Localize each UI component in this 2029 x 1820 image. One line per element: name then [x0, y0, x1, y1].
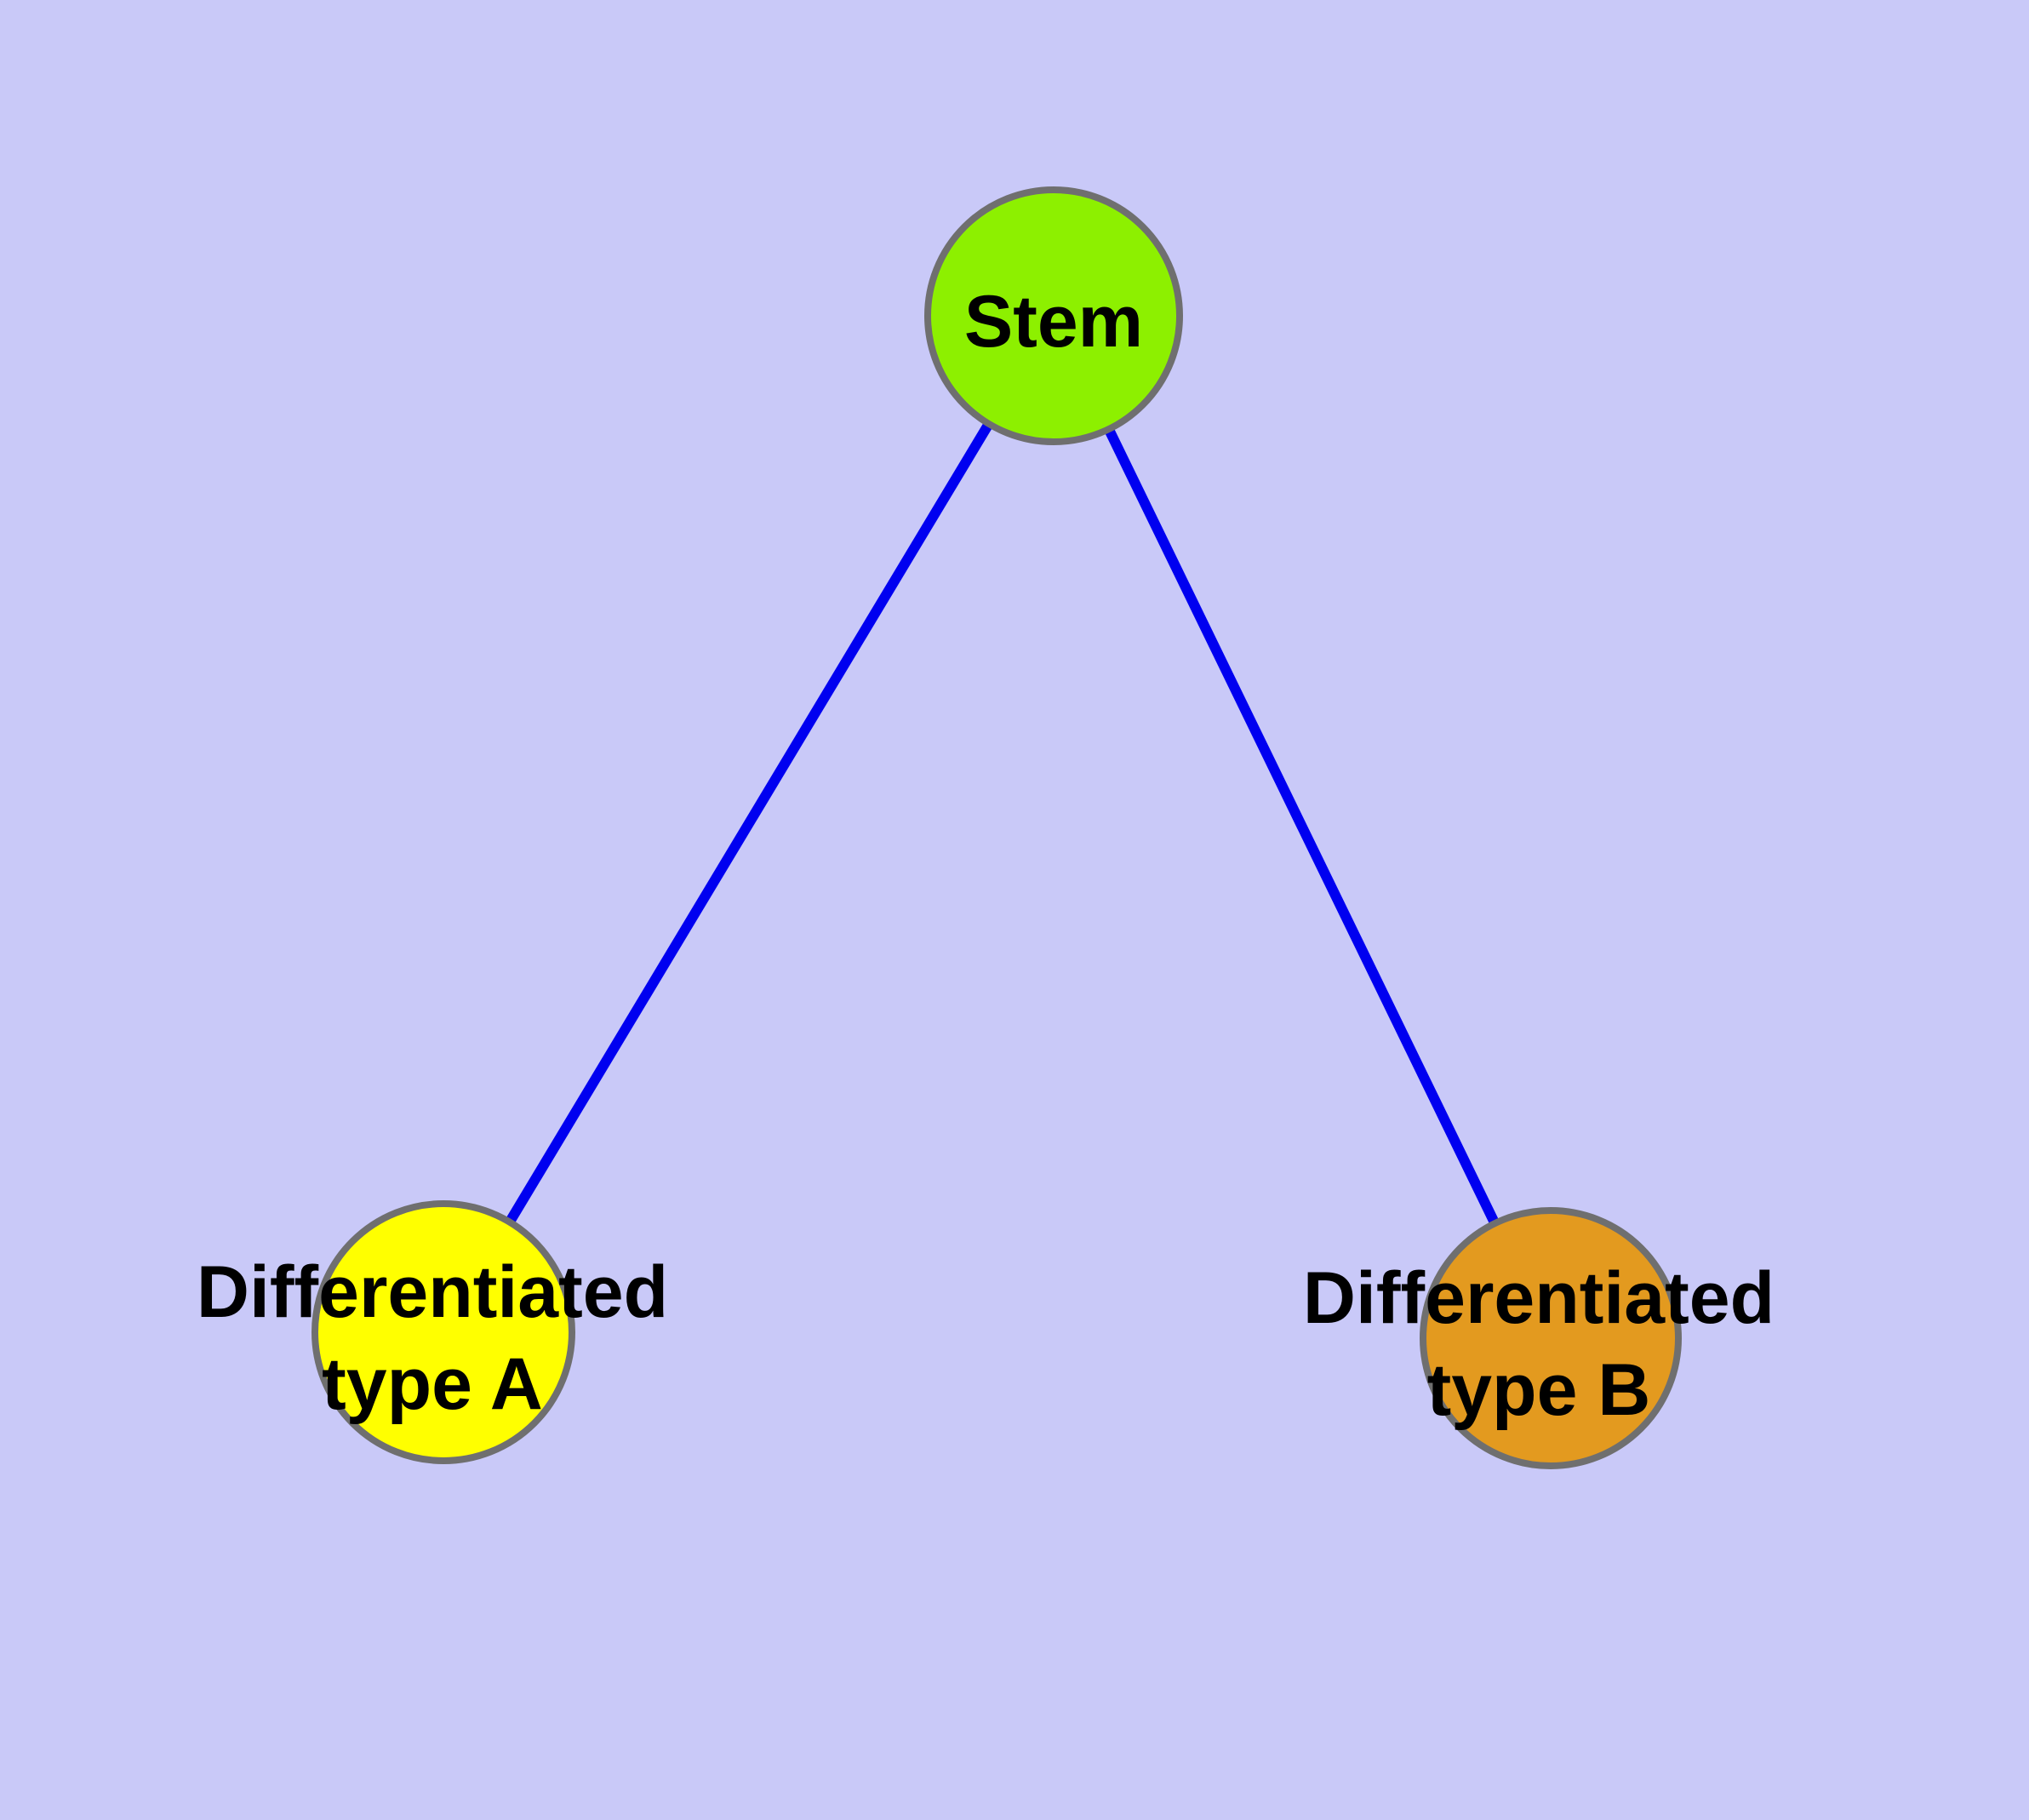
node-stem-label-line-1: Stem — [964, 281, 1143, 363]
node-stem — [924, 186, 1183, 445]
edge-stem-to-type-a — [438, 312, 1059, 1336]
edge-stem-to-type-b — [1049, 313, 1556, 1341]
node-type-b-label-line-2: type B — [1427, 1349, 1651, 1431]
node-type-a — [311, 1200, 575, 1464]
node-type-a-label-line-1: Differentiated — [197, 1251, 668, 1333]
node-type-b-label-line-1: Differentiated — [1303, 1257, 1775, 1339]
node-type-a-label-line-2: type A — [322, 1343, 543, 1425]
node-type-b — [1420, 1207, 1682, 1469]
